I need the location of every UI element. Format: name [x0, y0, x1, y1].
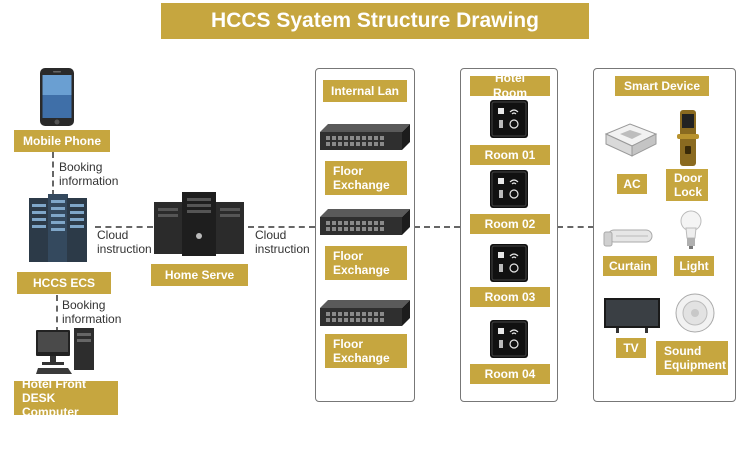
page-title: HCCS Syatem Structure Drawing — [161, 3, 589, 39]
room-label-4: Room 04 — [470, 364, 550, 384]
room-panel-icon — [490, 100, 528, 138]
connector-ecs-desk — [56, 295, 58, 333]
room-label-2: Room 02 — [470, 214, 550, 234]
air-conditioner-icon — [604, 123, 658, 157]
tv-icon — [604, 298, 660, 333]
desktop-computer-icon — [36, 328, 94, 374]
floor-exchange-label-3: Floor Exchange — [325, 334, 407, 368]
smart-device-header: Smart Device — [615, 76, 709, 96]
tower-server-icon — [154, 192, 244, 256]
connector-phone-ecs — [52, 152, 54, 196]
room-label-3: Room 03 — [470, 287, 550, 307]
door-lock-label: Door Lock — [666, 169, 708, 201]
sound-equipment-label: Sound Equipment — [656, 341, 728, 375]
cloud-instruction-label-2: Cloud instruction — [255, 228, 310, 256]
connector-home-lan — [248, 226, 315, 228]
booking-info-label-2: Booking information — [62, 298, 122, 326]
room-panel-icon — [490, 244, 528, 282]
hotel-room-header: Hotel Room — [470, 71, 550, 100]
tv-label: TV — [616, 338, 646, 358]
speaker-icon — [675, 293, 715, 333]
connector-lan-room — [414, 226, 460, 228]
connector-room-device — [557, 226, 594, 228]
room-label-1: Room 01 — [470, 145, 550, 165]
cloud-instruction-label-1: Cloud instruction — [97, 228, 152, 256]
network-switch-icon — [320, 209, 410, 235]
network-switch-icon — [320, 300, 410, 326]
smartphone-icon — [40, 68, 74, 126]
room-panel-icon — [490, 170, 528, 208]
hotel-front-desk-label: Hotel Front DESK Computer — [14, 377, 118, 419]
door-lock-icon — [677, 110, 699, 166]
booking-info-label-1: Booking information — [59, 160, 119, 188]
network-switch-icon — [320, 124, 410, 150]
room-panel-icon — [490, 320, 528, 358]
curtain-motor-icon — [603, 229, 653, 247]
curtain-label: Curtain — [603, 256, 657, 276]
internal-lan-header: Internal Lan — [323, 80, 407, 102]
ac-label: AC — [617, 174, 647, 194]
server-rack-icon — [29, 194, 87, 262]
home-serve-label: Home Serve — [151, 264, 248, 286]
floor-exchange-label-1: Floor Exchange — [325, 161, 407, 195]
light-bulb-icon — [680, 210, 702, 249]
light-label: Light — [674, 256, 714, 276]
connector-ecs-home — [95, 226, 153, 228]
hccs-ecs-label: HCCS ECS — [17, 272, 111, 294]
mobile-phone-label: Mobile Phone — [14, 130, 110, 152]
floor-exchange-label-2: Floor Exchange — [325, 246, 407, 280]
